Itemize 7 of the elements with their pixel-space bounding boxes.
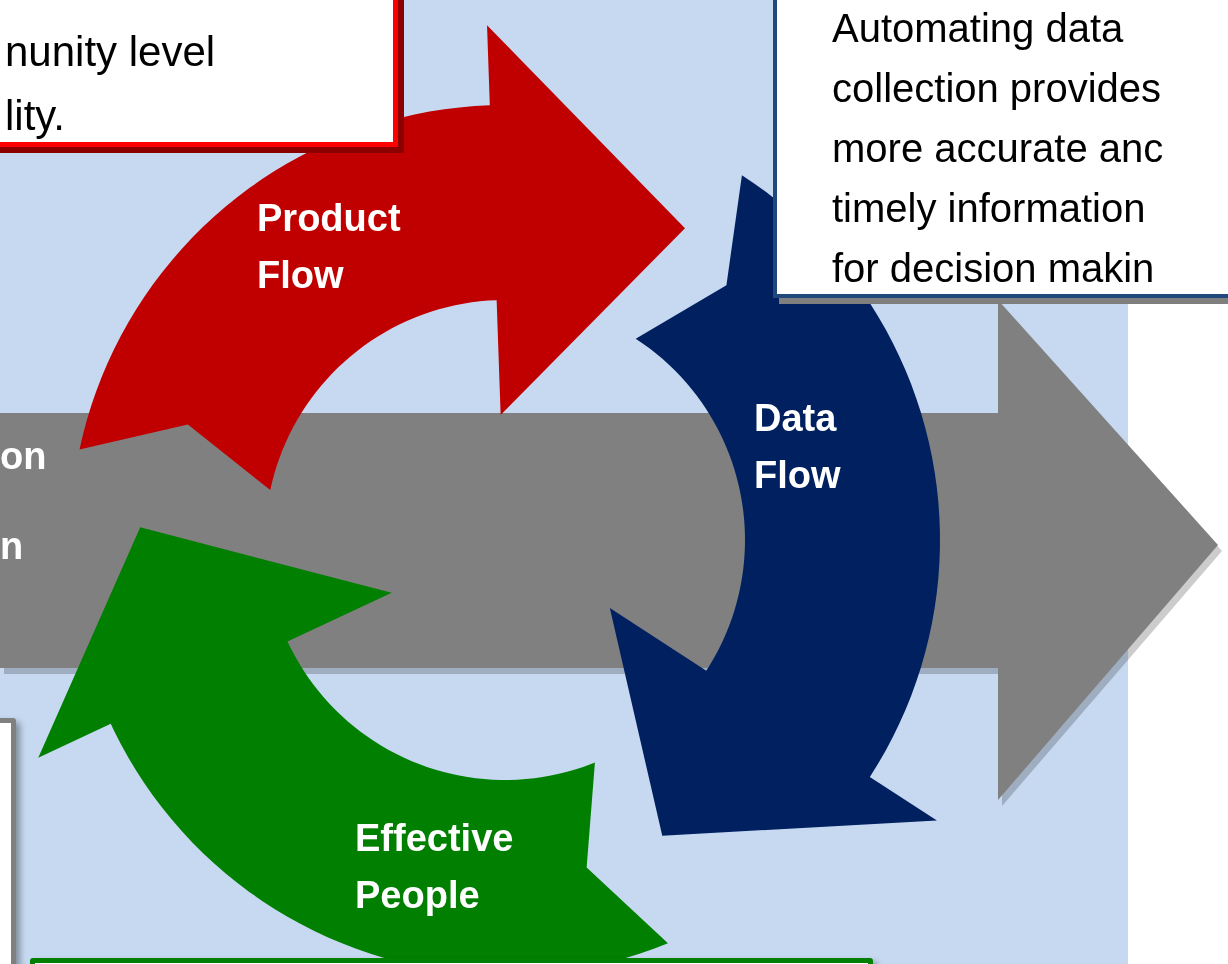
arrow-label: on (0, 434, 48, 479)
callout-text: nunity level lity. (5, 27, 217, 141)
arrow-label: n (0, 524, 25, 569)
callout-text: Automating data collection provides more accurate anc timely information for decision makin (832, 5, 1165, 292)
arrow-label: Data Flow (754, 396, 842, 498)
arrow-label: Product Flow (257, 196, 402, 298)
arrow-label: Effective People (355, 816, 515, 918)
